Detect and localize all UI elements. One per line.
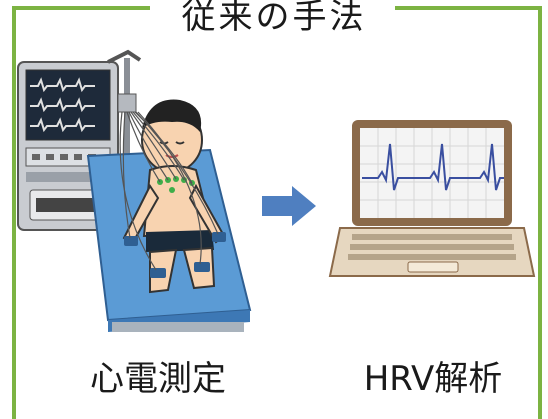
right-arrow-icon	[262, 186, 316, 226]
hrv-analysis-label: HRV解析	[363, 359, 503, 399]
green-frame	[12, 6, 542, 419]
patient-on-bed-icon	[86, 99, 252, 332]
page-title: 従来の手法	[181, 0, 367, 37]
ecg-measurement-label: 心電測定	[90, 359, 226, 399]
laptop-icon	[328, 120, 536, 277]
